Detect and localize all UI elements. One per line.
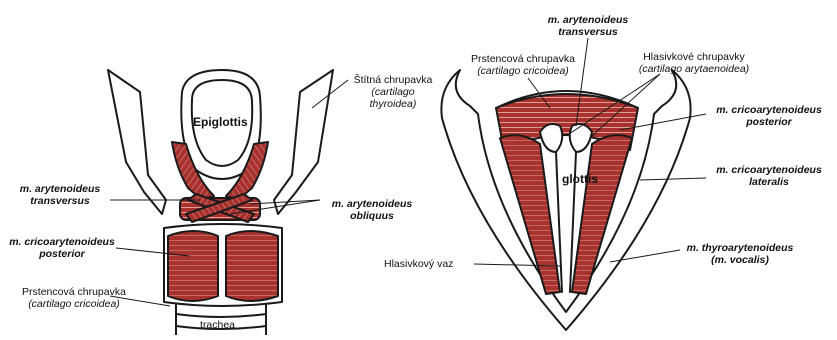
aro-line2: obliquus	[320, 210, 424, 222]
arytenoid-latin: (cartilago arytaenoidea)	[624, 63, 764, 75]
thyroid-name: Štítná chrupavka	[344, 74, 442, 86]
thyroid-cartilage-label: Štítná chrupavka (cartilago thyroidea)	[344, 74, 442, 110]
thyroid-latin-2: thyroidea)	[344, 98, 442, 110]
art-left-line2: transversus	[8, 195, 112, 207]
epiglottis-label: Epiglottis	[193, 116, 248, 128]
cricoarytenoideus-posterior-right-label: m. cricoarytenoideus posterior	[706, 104, 832, 128]
aro-line1: m. arytenoideus	[320, 198, 424, 210]
cral-line1: m. cricoarytenoideus	[706, 164, 832, 176]
thyroid-cartilage-left-shape	[108, 70, 166, 214]
cricoarytenoideus-posterior-left-label: m. cricoarytenoideus posterior	[4, 236, 120, 260]
cral-line2: lateralis	[706, 176, 832, 188]
glottis-label: glottis	[562, 173, 598, 185]
cricoid-right-name: Prstencová chrupavka	[458, 53, 588, 65]
trachea-label: trachea	[200, 319, 235, 331]
arytenoid-left-shape	[540, 124, 562, 152]
crap-left-line2: posterior	[4, 248, 120, 260]
arytenoideus-transversus-right-label: m. arytenoideus transversus	[536, 14, 640, 38]
arytenoid-cartilage-label: Hlasivkové chrupavky (cartilago arytaeno…	[624, 51, 764, 75]
thyroid-latin-1: (cartilago	[344, 86, 442, 98]
vocal-ligament-label: Hlasivkový vaz	[384, 258, 453, 270]
arytenoideus-obliquus-label: m. arytenoideus obliquus	[320, 198, 424, 222]
thyroid-cartilage-right-shape	[274, 70, 333, 214]
crap-right-line1: m. cricoarytenoideus	[706, 104, 832, 116]
arytenoideus-transversus-left-label: m. arytenoideus transversus	[8, 183, 112, 207]
cricoid-left-label: Prstencová chrupavka (cartilago cricoide…	[10, 286, 138, 310]
cricoarytenoideus-lateralis-label: m. cricoarytenoideus lateralis	[706, 164, 832, 188]
cricoid-left-name: Prstencová chrupavka	[10, 286, 138, 298]
arytenoid-right-shape	[570, 124, 592, 152]
cricoarytenoideus-posterior-right-shape	[226, 231, 278, 301]
crap-right-line2: posterior	[706, 116, 832, 128]
thar-line2: (m. vocalis)	[680, 254, 800, 266]
cricoid-right-latin: (cartilago cricoidea)	[458, 65, 588, 77]
cricoid-right-label: Prstencová chrupavka (cartilago cricoide…	[458, 53, 588, 77]
cricoarytenoideus-posterior-left-shape	[168, 231, 218, 301]
thyroarytenoideus-label: m. thyroarytenoideus (m. vocalis)	[680, 242, 800, 266]
art-left-line1: m. arytenoideus	[8, 183, 112, 195]
art-right-line2: transversus	[536, 26, 640, 38]
crap-left-line1: m. cricoarytenoideus	[4, 236, 120, 248]
cricoid-left-latin: (cartilago cricoidea)	[10, 298, 138, 310]
art-right-line1: m. arytenoideus	[536, 14, 640, 26]
thar-line1: m. thyroarytenoideus	[680, 242, 800, 254]
arytenoid-name: Hlasivkové chrupavky	[624, 51, 764, 63]
